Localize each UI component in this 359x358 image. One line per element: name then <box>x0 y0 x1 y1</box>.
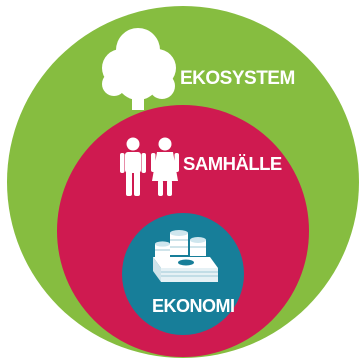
tree-icon <box>102 28 176 110</box>
society-label: SAMHÄLLE <box>183 153 282 174</box>
people-icon <box>120 137 179 196</box>
economy-label: EKONOMI <box>152 296 235 316</box>
money-icon <box>153 230 218 282</box>
ecosystem-label: EKOSYSTEM <box>180 68 295 89</box>
